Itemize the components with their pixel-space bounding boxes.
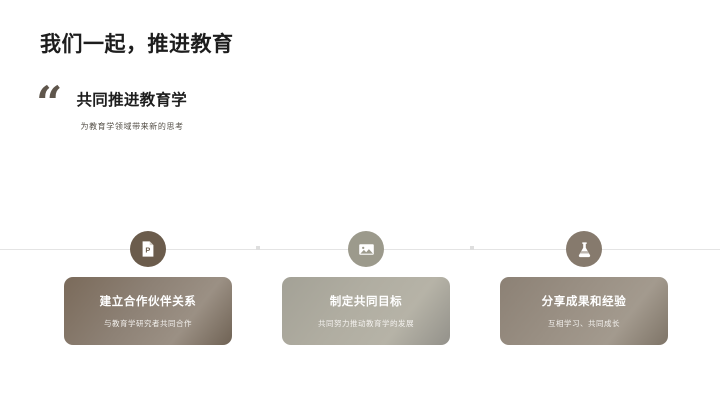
image-picture-icon [348,231,384,267]
page-title: 我们一起，推进教育 [40,33,234,56]
step-card-1[interactable]: 建立合作伙伴关系 与教育学研究者共同合作 [64,277,232,345]
presentation-file-icon: P [130,231,166,267]
step-card-title: 分享成果和经验 [541,296,627,308]
step-card-desc: 与教育学研究者共同合作 [104,319,192,328]
quote-text-group: 共同推进教育学 为教育学领域带来新的思考 [76,88,187,132]
quote-subtitle: 为教育学领域带来新的思考 [80,122,184,131]
step-card-3[interactable]: 分享成果和经验 互相学习、共同成长 [500,277,668,345]
step-card-title: 建立合作伙伴关系 [99,296,197,308]
step-card-desc: 共同努力推动教育学的发展 [318,319,414,328]
svg-text:P: P [145,245,150,254]
quote-heading: 共同推进教育学 [76,92,188,109]
timeline-dot-1 [256,246,260,250]
step-card-desc: 互相学习、共同成长 [548,319,620,328]
quote-block: “ 共同推进教育学 为教育学领域带来新的思考 [36,80,187,132]
timeline-dot-2 [470,246,474,250]
step-card-2[interactable]: 制定共同目标 共同努力推动教育学的发展 [282,277,450,345]
step-card-title: 制定共同目标 [329,296,403,308]
flask-beaker-icon [566,231,602,267]
